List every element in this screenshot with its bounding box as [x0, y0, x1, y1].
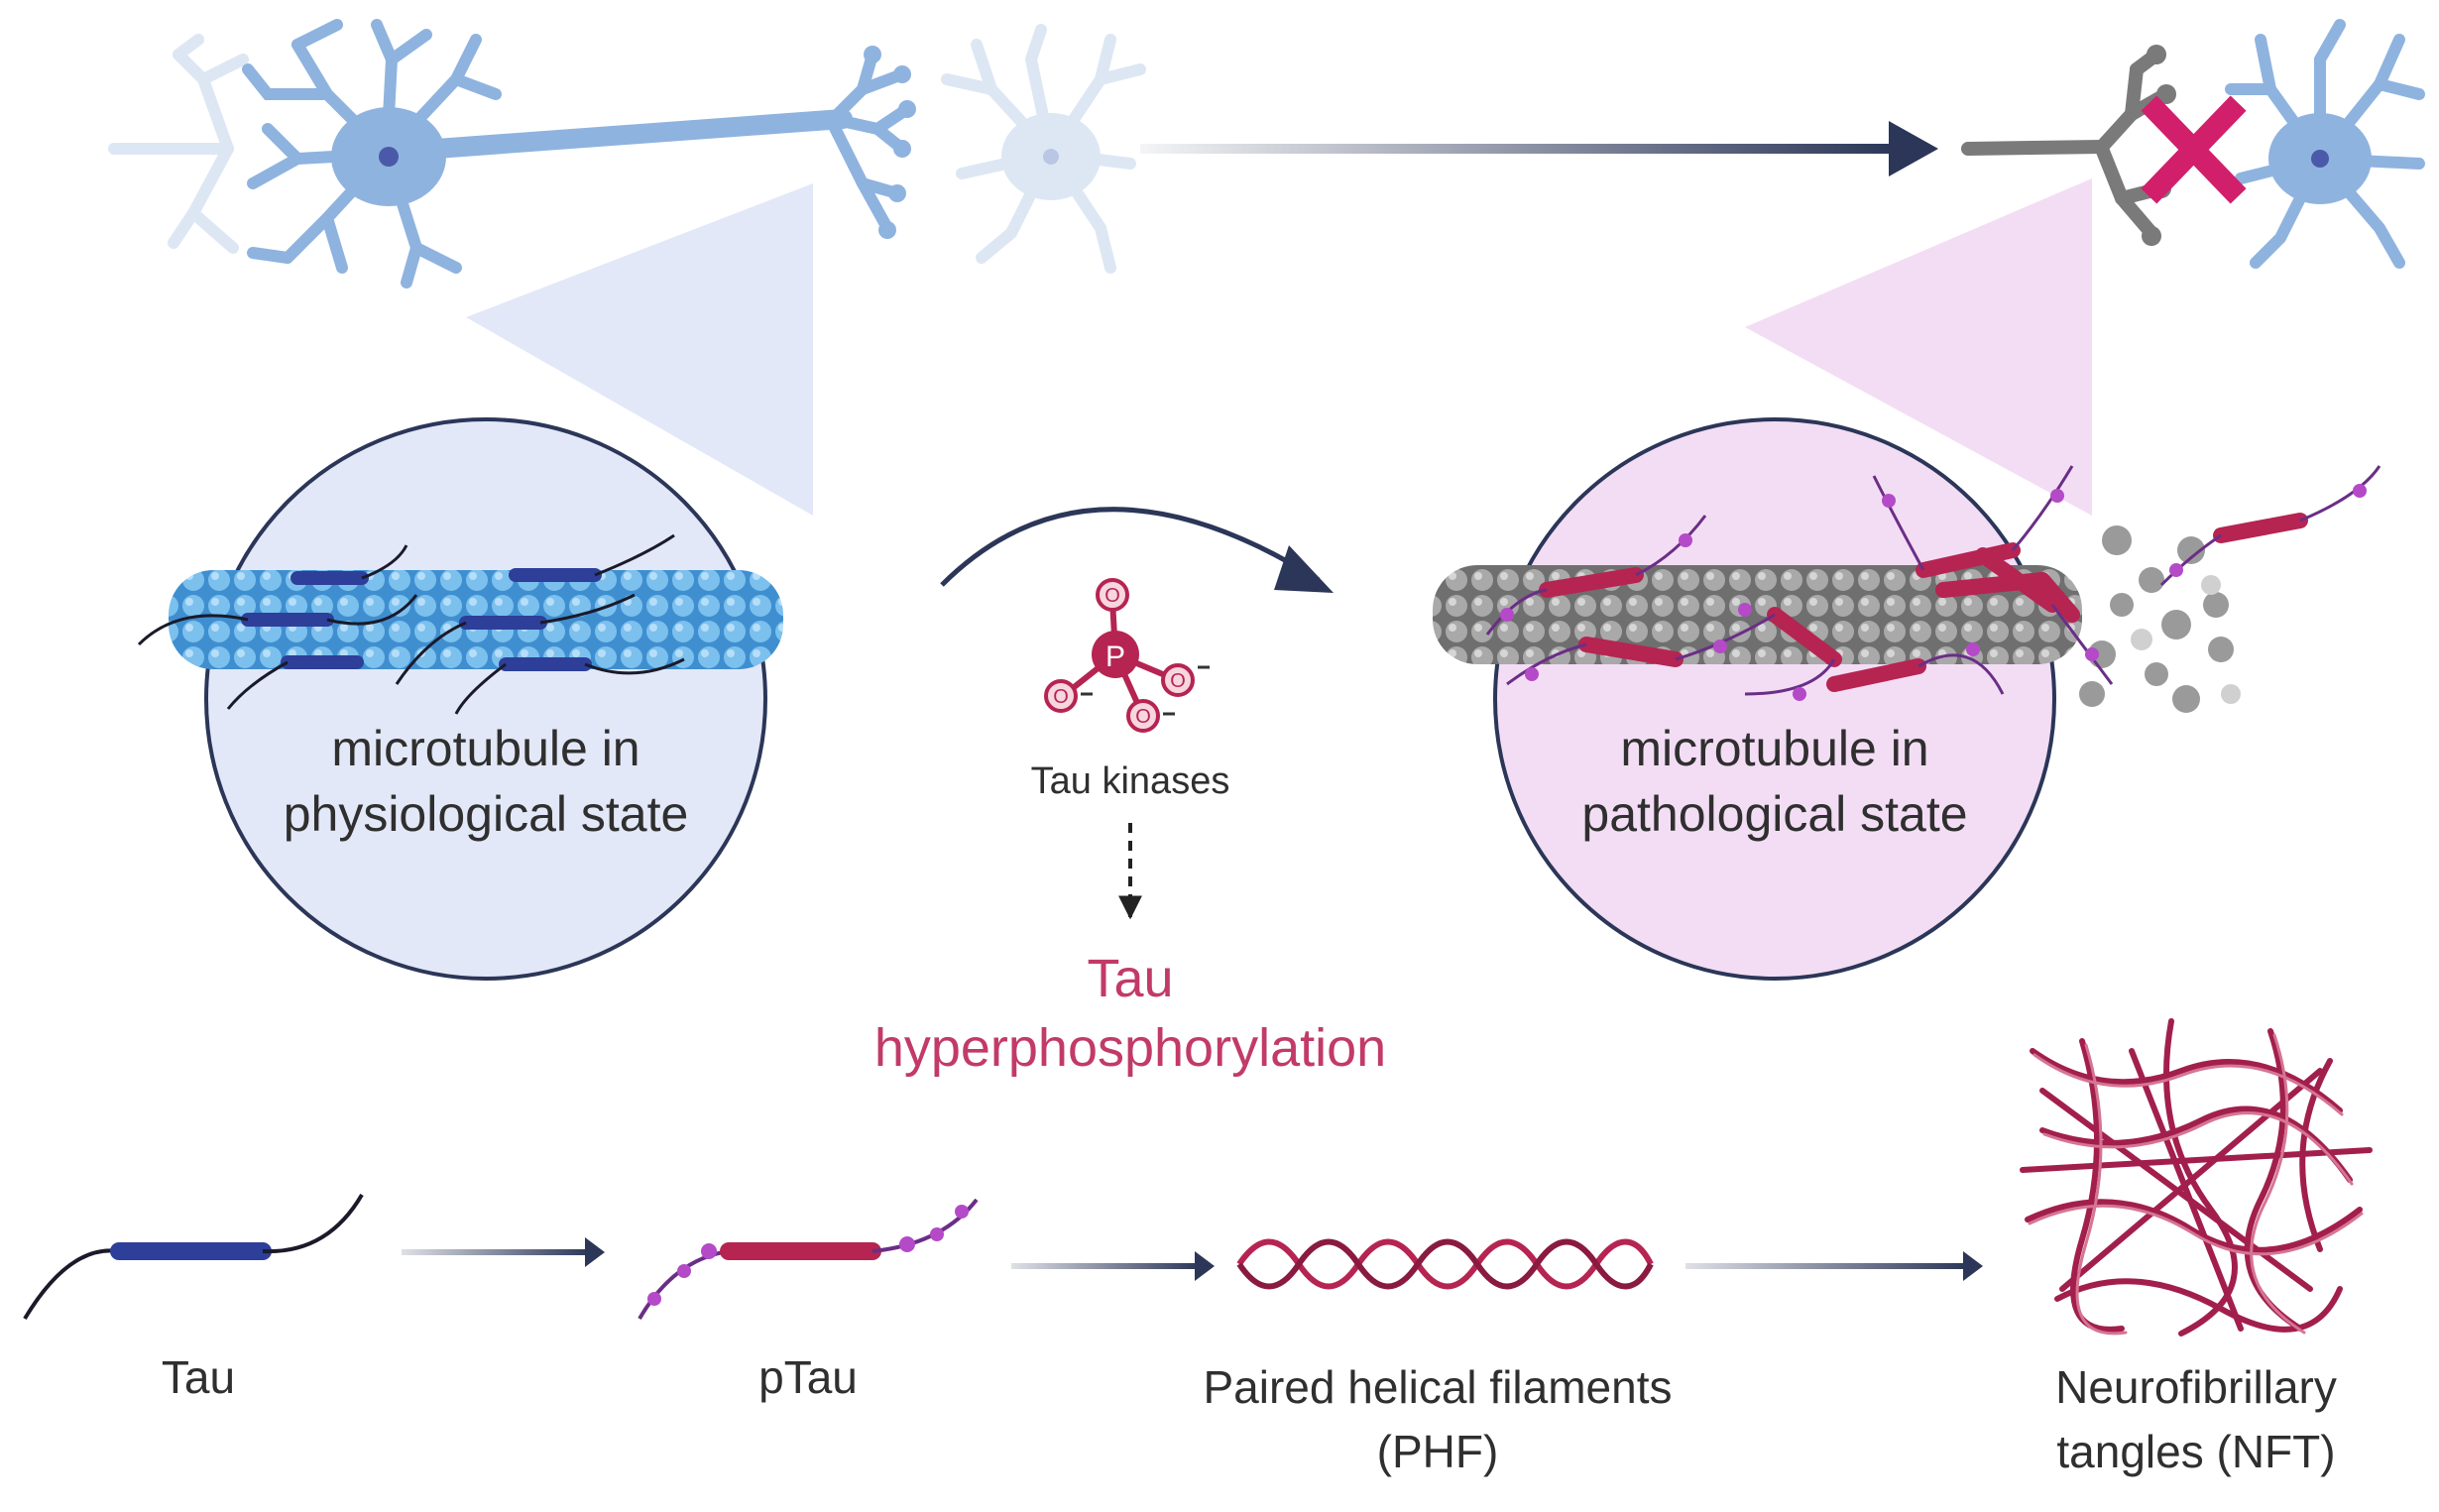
oxygen-atom-label: O — [1135, 706, 1151, 728]
ptau-stage-icon — [638, 1198, 979, 1321]
stage-label-phf-line1: Paired helical filaments — [1203, 1361, 1672, 1413]
physiological-label-line1: microtubule in — [331, 721, 639, 776]
tau-kinases-label: Tau kinases — [1031, 760, 1230, 802]
zoom-cone-right — [1745, 178, 2092, 516]
oxygen-atom-label: O — [1170, 670, 1186, 692]
synapse-failure-cross-icon — [2141, 95, 2247, 204]
pathological-label-line1: microtubule in — [1620, 721, 1928, 776]
top-progression-arrow — [1140, 121, 1938, 176]
phf-stage-icon — [1236, 1238, 1654, 1290]
disintegrating-microtubule-icon — [1433, 465, 2381, 713]
healthy-axon — [426, 109, 853, 159]
healthy-microtubule-icon — [137, 533, 783, 715]
stage-label-phf-line2: (PHF) — [1377, 1426, 1499, 1477]
oxygen-atom-label: O — [1053, 686, 1069, 708]
pathological-circle: microtubule in pathological state — [1433, 417, 2381, 981]
healthy-nucleus — [379, 147, 399, 167]
stage-label-nft-line1: Neurofibrillary — [2055, 1361, 2337, 1413]
physiological-label-line2: physiological state — [284, 786, 689, 842]
nft-stage-icon — [2020, 1018, 2373, 1337]
oxygen-atom-label: O — [1104, 585, 1120, 607]
stage-arrow-3 — [1685, 1251, 1983, 1281]
damaged-synapse-group — [1961, 19, 2425, 269]
physiological-circle: microtubule in physiological state — [137, 417, 783, 981]
healthy-neuron-group — [108, 19, 1146, 289]
faded-neuron-left-icon — [108, 34, 249, 254]
stage-arrow-2 — [1011, 1251, 1215, 1281]
hyperphosphorylation-label-line1: Tau — [1087, 949, 1173, 1008]
curved-transition-arrow — [940, 507, 1321, 587]
zoom-cone-left — [466, 183, 813, 516]
stage-label-tau: Tau — [162, 1351, 235, 1403]
hyperphosphorylation-label-line2: hyperphosphorylation — [874, 1018, 1386, 1078]
pathological-label-line2: pathological state — [1581, 786, 1967, 842]
tau-stage-icon — [23, 1193, 364, 1321]
stage-arrow-1 — [402, 1237, 605, 1267]
phosphorus-atom-label: P — [1105, 640, 1125, 673]
stage-label-nft-line2: tangles (NFT) — [2056, 1426, 2335, 1477]
stage-label-ptau: pTau — [758, 1351, 858, 1403]
phosphate-molecule-icon: P O O O O — [1044, 578, 1210, 733]
